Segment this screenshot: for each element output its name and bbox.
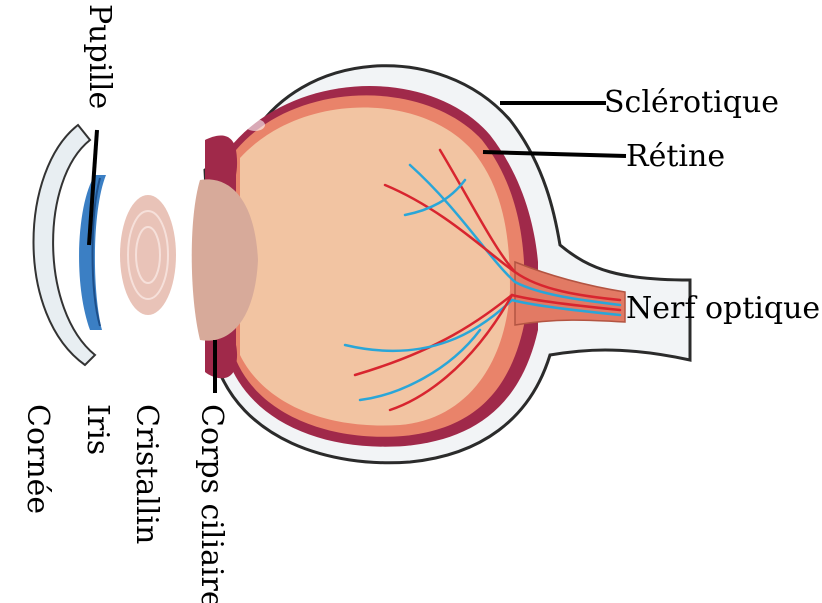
label-iris: Iris — [80, 404, 115, 455]
label-sclerotique: Sclérotique — [604, 85, 779, 120]
crystalline-lens — [120, 195, 176, 315]
label-pupille: Pupille — [82, 4, 117, 109]
label-cristallin: Cristallin — [129, 404, 164, 544]
label-retine: Rétine — [626, 139, 725, 174]
label-cornee: Cornée — [20, 404, 55, 514]
label-nerf-optique: Nerf optique — [626, 291, 820, 326]
label-corps-ciliaire: Corps ciliaire — [194, 404, 229, 603]
vitreous-body — [240, 107, 510, 425]
